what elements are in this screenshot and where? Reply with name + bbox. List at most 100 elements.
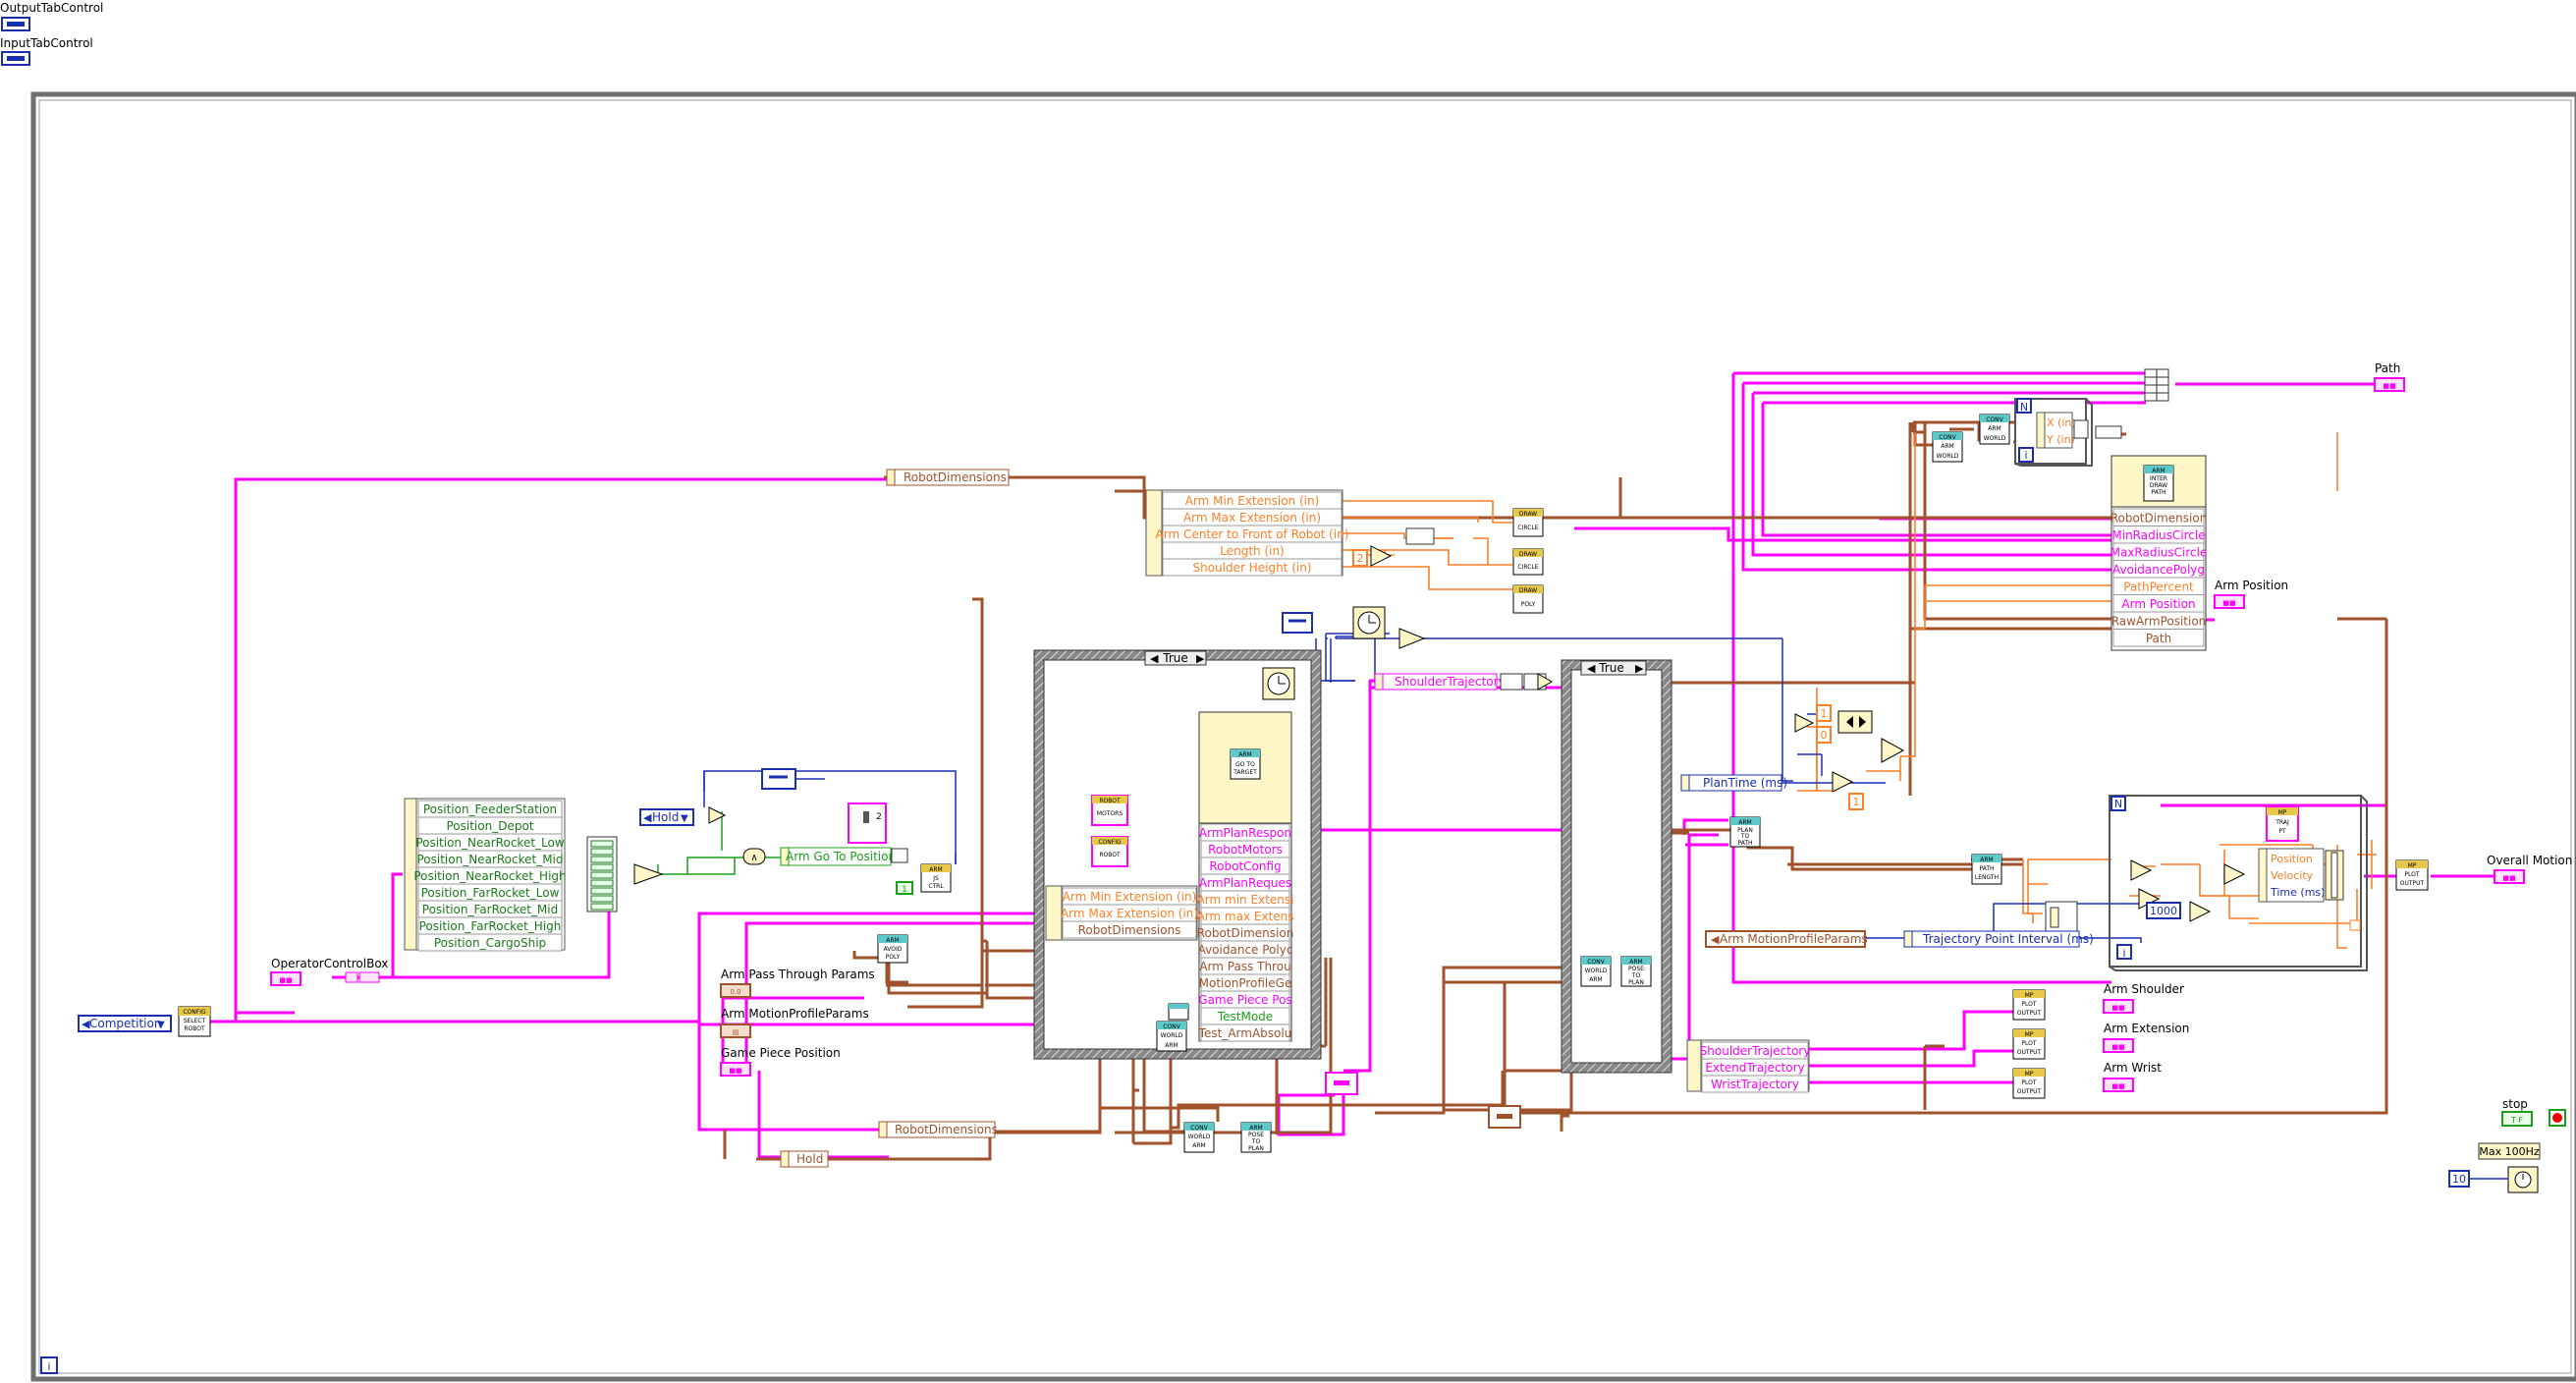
bool-const-node[interactable]: 1	[896, 881, 913, 895]
shift-register-1	[1325, 1072, 1358, 1095]
shoulder-trajectory-bundle: ShoulderTrajectory	[1374, 673, 1554, 691]
svg-text:Hold: Hold	[652, 810, 679, 824]
conv-world-arm-subvi-3[interactable]: CONV WORLD ARM	[1183, 1122, 1215, 1153]
draw-input-row	[2112, 629, 2205, 647]
avoid-poly-subvi[interactable]: ARM AVOID POLY	[877, 934, 908, 964]
position-item-label: Position_NearRocket_High	[413, 869, 566, 883]
const-10[interactable]: 10	[2448, 1170, 2470, 1188]
output-tab-control[interactable]: OutputTabControl	[0, 1, 103, 31]
overall-motion-indicator: Overall Motion ■■	[2487, 854, 2572, 884]
case-structure-2[interactable]: ◀ True ▶	[1561, 659, 1672, 1074]
svg-text:ARM: ARM	[1249, 1125, 1262, 1132]
svg-text:PATH: PATH	[1737, 840, 1752, 847]
svg-text:ARM: ARM	[1738, 819, 1751, 826]
arm-pass-through-params[interactable]: Arm Pass Through Params 0.0	[720, 968, 875, 998]
arm-extension-indicator: Arm Extension ■■	[2103, 1022, 2189, 1053]
draw-poly-subvi[interactable]: DRAW POLY	[1512, 584, 1544, 614]
svg-text:WORLD: WORLD	[1161, 1032, 1183, 1039]
goto-input-label: RobotMotors	[1208, 843, 1283, 857]
draw-circle-subvi-1[interactable]: DRAW CIRCLE	[1512, 508, 1544, 537]
main-while-loop[interactable]	[30, 91, 2576, 1382]
position-list-cluster[interactable]: Position_FeederStationPosition_DepotPosi…	[404, 798, 567, 952]
arm-go-to-target-subvi[interactable]: ARM GO TO TARGET ArmPlanResponRobotMotor…	[1196, 711, 1294, 1042]
for-loop-trajectory[interactable]: N i	[2109, 795, 2368, 971]
position-item-label: Position_FeederStation	[423, 802, 557, 816]
const-1-top[interactable]: 1	[1816, 704, 1832, 722]
draw-input-label: MaxRadiusCircle	[2110, 546, 2208, 560]
svg-text:RobotDimensions: RobotDimensions	[904, 470, 1007, 484]
build-array-terminal	[590, 848, 614, 856]
operator-control-box-cluster[interactable]: OperatorControlBox ■■	[270, 957, 388, 986]
const-1000[interactable]: 1000	[2146, 902, 2181, 919]
plot-output-subvi-2[interactable]: MP PLOT OUTPUT	[2012, 1028, 2046, 1060]
traj-pt-subvi[interactable]: MP TRAJ PT	[2266, 806, 2299, 842]
const-0[interactable]: 0	[1816, 726, 1832, 744]
svg-text:■■: ■■	[2111, 1043, 2124, 1051]
svg-text:ARM: ARM	[886, 937, 899, 944]
arm-go-to-position-bundle[interactable]: Arm Go To Position	[780, 847, 908, 866]
position-item-label: Position_NearRocket_Low	[415, 836, 565, 850]
game-piece-position-ctrl[interactable]: Game Piece Position ■■	[720, 1046, 841, 1077]
draw-circle-subvi-2[interactable]: DRAW CIRCLE	[1512, 548, 1544, 576]
conv-arm-world-subvi-b[interactable]: CONV ARM WORLD	[1979, 414, 2010, 445]
svg-text:■■: ■■	[279, 976, 292, 984]
svg-text:▼: ▼	[681, 813, 688, 824]
input-tab-control[interactable]: InputTabControl	[0, 36, 93, 66]
subtract-node	[1398, 628, 1426, 649]
svg-text:OUTPUT: OUTPUT	[2017, 1049, 2042, 1056]
position-item-label: Position_FarRocket_Low	[421, 886, 560, 900]
traj-item-label: WristTrajectory	[1711, 1078, 1799, 1091]
const-2[interactable]: 2	[1352, 549, 1368, 567]
js-ctrl-subvi[interactable]: ARM JS CTRL	[920, 863, 952, 893]
loop-iteration-terminal: i	[40, 1356, 58, 1374]
plot-output-subvi-3[interactable]: MP PLOT OUTPUT	[2012, 1068, 2046, 1099]
build-array-terminal	[590, 895, 614, 903]
arm-motion-profile-params-ctrl[interactable]: Arm MotionProfileParams ▤	[720, 1007, 869, 1038]
svg-text:■■: ■■	[2502, 874, 2515, 882]
goto-input-label: RobotConfig	[1209, 859, 1281, 873]
svg-text:DRAW: DRAW	[1519, 551, 1537, 558]
inter-draw-path-subvi[interactable]: ARM INTER DRAW PATH RobotDimensionMinRad…	[2110, 455, 2208, 651]
svg-text:10: 10	[2452, 1173, 2466, 1186]
svg-text:POSE: POSE	[1248, 1132, 1264, 1138]
svg-text:ARM: ARM	[1589, 976, 1602, 983]
plot-output-main-subvi[interactable]: MP PLOT OUTPUT	[2395, 859, 2429, 891]
trajectory-point-interval-bundle: Trajectory Point Interval (ms)	[1903, 930, 2094, 948]
const-1-bottom[interactable]: 1	[1848, 793, 1864, 810]
robot-config-subvi[interactable]: CONFIG ROBOT	[1091, 836, 1128, 867]
svg-text:∧: ∧	[750, 853, 757, 863]
pose-to-plan-subvi-1[interactable]: ARM POSE TO PLAN	[1620, 956, 1652, 987]
hold-enum-control[interactable]: ◀ Hold ▼	[639, 808, 694, 826]
svg-text:TARGET: TARGET	[1233, 769, 1257, 776]
draw-input-label: AvoidancePolyg	[2112, 563, 2205, 577]
conv-world-arm-subvi-2[interactable]: CONV WORLD ARM	[1580, 956, 1612, 987]
conv-world-arm-subvi-1[interactable]: CONV WORLD ARM	[1156, 1021, 1187, 1052]
plot-output-subvi-1[interactable]: MP PLOT OUTPUT	[2012, 989, 2046, 1021]
and-node: ∧	[742, 848, 766, 865]
hold-bottom-bundle: Hold	[780, 1150, 829, 1168]
plan-to-path-subvi[interactable]: ARM PLAN TO PATH	[1729, 816, 1761, 848]
svg-text:■■: ■■	[2222, 599, 2235, 607]
pose-to-plan-subvi-2[interactable]: ARM POSE TO PLAN	[1240, 1122, 1272, 1153]
case-selector-1[interactable]: ◀ True ▶	[1144, 650, 1207, 666]
conv-arm-world-subvi-a[interactable]: CONV ARM WORLD	[1932, 431, 1963, 463]
case-selector-2[interactable]: ◀ True ▶	[1580, 660, 1647, 676]
path-indicator: Path ■■	[2374, 361, 2405, 392]
goto-input-label: ArmPlanRespon	[1199, 826, 1291, 840]
goto-input-label: TestMode	[1217, 1010, 1273, 1023]
svg-text:i: i	[47, 1360, 50, 1373]
svg-text:PLOT: PLOT	[2404, 871, 2419, 878]
config-select-robot-subvi[interactable]: CONFIG SELECT ROBOT	[178, 1006, 211, 1037]
stop-button[interactable]: stop T F	[2501, 1097, 2533, 1127]
svg-text:WORLD: WORLD	[1585, 968, 1608, 974]
arm-subvi-small[interactable]	[1168, 1003, 1189, 1021]
traj-item-label: ExtendTrajectory	[1705, 1061, 1804, 1075]
goto-input-row	[1200, 1023, 1290, 1042]
competition-ring-control[interactable]: ◀ Competition ▼	[78, 1015, 172, 1032]
svg-text:SELECT: SELECT	[184, 1018, 206, 1024]
build-array-loop2	[2045, 901, 2078, 932]
robot-motors-subvi[interactable]: ROBOT MOTORS	[1091, 795, 1128, 826]
path-length-subvi[interactable]: ARM PATH LENGTH	[1971, 854, 2002, 885]
case1-left-item-row	[1062, 920, 1197, 939]
wires-numeric	[1341, 432, 2377, 949]
